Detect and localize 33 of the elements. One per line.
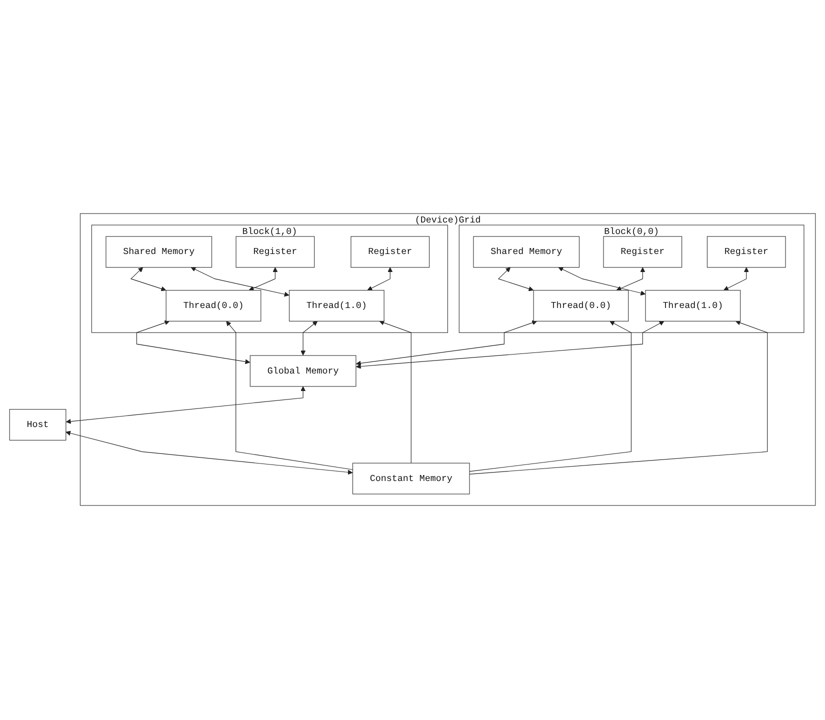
node-box xyxy=(106,236,212,268)
arrow xyxy=(190,268,290,298)
arrow xyxy=(469,320,768,475)
node-box xyxy=(352,463,470,495)
arrow xyxy=(558,268,646,296)
node-box xyxy=(706,236,786,268)
arrow xyxy=(367,268,393,291)
node-box xyxy=(166,290,262,322)
arrow xyxy=(379,320,412,464)
arrow xyxy=(356,321,664,370)
arrow xyxy=(226,321,354,470)
node-box xyxy=(236,236,315,268)
node-box xyxy=(533,290,629,322)
node-box xyxy=(350,236,430,268)
arrow xyxy=(724,268,749,291)
arrow xyxy=(300,321,318,356)
arrow xyxy=(130,268,166,292)
node-box xyxy=(9,410,66,441)
arrow xyxy=(66,431,353,476)
node-box xyxy=(473,236,580,268)
cluster xyxy=(91,225,448,334)
arrow xyxy=(66,386,306,424)
arrow xyxy=(469,321,632,472)
arrow xyxy=(498,268,534,292)
cluster xyxy=(458,225,804,334)
arrow xyxy=(356,320,538,366)
node-box xyxy=(250,356,356,388)
arrow xyxy=(616,268,646,292)
arrow xyxy=(136,320,250,365)
arrow xyxy=(248,268,278,292)
node-box xyxy=(288,290,384,322)
node-box xyxy=(645,290,741,322)
node-box xyxy=(603,236,682,268)
